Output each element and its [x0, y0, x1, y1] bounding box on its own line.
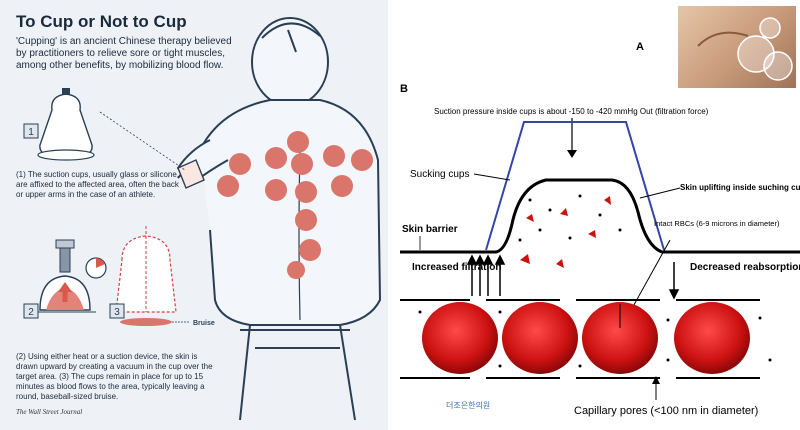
step-1-badge	[23, 123, 39, 139]
suction-device-icon	[34, 239, 96, 313]
step-1-number: 1	[28, 127, 34, 138]
photo-cups-icon	[697, 17, 793, 81]
cup-bruise-icon	[115, 226, 190, 326]
infographic-intro: 'Cupping' is an ancient Chinese therapy …	[16, 36, 232, 71]
cup-marks	[217, 131, 373, 279]
cupping-infographic-panel: To Cup or Not to Cup 'Cupping' is an anc…	[0, 0, 388, 430]
arm-cup-icon	[177, 159, 205, 189]
step-2-number: 2	[28, 307, 34, 318]
timer-icon	[85, 257, 107, 279]
step-3-badge	[109, 303, 125, 319]
caption-step-1: (1) The suction cups, usually glass or s…	[16, 170, 180, 199]
cupping-photo	[678, 6, 796, 88]
source-credit: The Wall Street Journal	[16, 408, 83, 416]
bruise-label: Bruise	[193, 320, 215, 327]
infographic-title: To Cup or Not to Cup	[16, 12, 187, 31]
glass-cup-icon	[37, 88, 95, 161]
infographic-illustration: 1 2 3 Bruise	[23, 17, 382, 421]
caption-step-2-3: (2) Using either heat or a suction devic…	[16, 352, 213, 401]
step-2-badge	[23, 303, 39, 319]
step-3-number: 3	[114, 307, 120, 318]
